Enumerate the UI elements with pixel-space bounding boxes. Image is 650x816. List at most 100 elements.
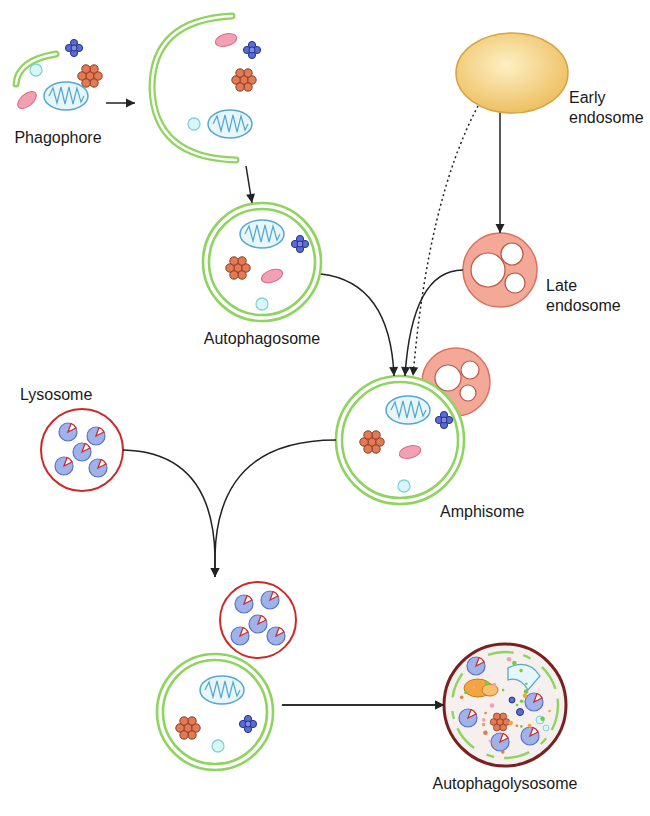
early-endosome-figure-part	[456, 33, 568, 113]
early-endosome-figure	[456, 33, 568, 113]
process-arrow	[321, 274, 398, 376]
expanding-phagophore-part	[243, 41, 260, 58]
autophagolysosome-figure-part	[543, 725, 549, 731]
arrow-line	[405, 270, 463, 376]
amphisome-figure-part	[360, 431, 384, 453]
debris-dot	[460, 696, 464, 700]
organelle-label: Autophagolysosome	[433, 774, 578, 794]
arrow-head	[409, 367, 418, 376]
debris-dot	[548, 710, 551, 713]
arrow-line	[282, 704, 444, 706]
late-endosome-figure	[463, 233, 537, 307]
organelle-node: Amphisome	[336, 376, 464, 504]
lysosome-figure	[41, 409, 123, 491]
fusion-figure-part	[200, 676, 244, 704]
phagophore-figure-part	[16, 54, 56, 84]
debris-dot	[508, 721, 513, 726]
expanding-phagophore-part	[214, 31, 238, 48]
arrow-line	[499, 113, 501, 233]
debris-dot	[507, 657, 512, 662]
organelle-node: Phagophore	[10, 38, 106, 122]
arrow-head	[211, 568, 220, 577]
fusion-figure-part	[267, 627, 285, 645]
lysosome-figure-part	[87, 427, 105, 445]
amphisome-figure-part	[386, 396, 430, 424]
amphisome-figure-part	[435, 365, 461, 391]
debris-dot	[482, 723, 486, 727]
amphisome-figure-part	[342, 382, 458, 498]
arrow-line	[215, 440, 336, 577]
debris-dot	[540, 716, 545, 721]
lysosome-figure-part	[59, 423, 77, 441]
autophagolysosome-figure-part	[521, 727, 539, 745]
debris-dot	[484, 712, 487, 715]
debris-dot	[489, 740, 492, 743]
amphisome-figure-part	[398, 443, 422, 460]
organelle-label: Autophagosome	[204, 329, 321, 349]
arrow-head	[435, 701, 444, 710]
organelle-node: Lysosome	[41, 409, 123, 491]
amphisome-figure-part	[461, 361, 479, 379]
fusion-figure-part	[220, 582, 296, 658]
debris-dot	[525, 683, 528, 686]
lysosome-figure-part	[89, 459, 107, 477]
autophagosome-figure-part	[226, 257, 250, 279]
arrow-line	[321, 274, 394, 376]
amphisome-figure-part	[435, 411, 452, 428]
debris-dot	[464, 691, 468, 695]
fusion-figure-part	[249, 615, 267, 633]
debris-dot	[502, 689, 505, 692]
autophagosome-figure-part	[209, 209, 315, 315]
expanding-phagophore-part	[208, 110, 252, 138]
expanding-phagophore	[152, 16, 261, 160]
autophagolysosome-figure-part	[509, 697, 515, 703]
process-arrow	[106, 99, 255, 204]
phagophore-figure-part	[15, 88, 40, 111]
amphisome-figure-part	[460, 385, 476, 401]
fusion-figure-part	[231, 627, 249, 645]
process-arrow	[409, 106, 478, 376]
debris-dot	[490, 703, 495, 708]
autophagolysosome-figure-part	[459, 709, 477, 727]
debris-dot	[520, 725, 523, 728]
arrow-head	[389, 367, 398, 376]
amphisome-figure	[336, 348, 490, 504]
fusion-figure-part	[163, 660, 267, 764]
organelle-node: Autophagosome	[203, 203, 321, 321]
debris-dot	[524, 689, 529, 694]
late-endosome-figure-part	[463, 233, 537, 307]
debris-dot	[485, 681, 490, 686]
debris-dots	[460, 657, 551, 754]
organelle-label: Early endosome	[569, 88, 645, 128]
autophagolysosome-figure-part	[508, 664, 540, 690]
autophagosome-figure-part	[260, 267, 285, 286]
autophagolysosome-figure-part	[517, 709, 524, 716]
debris-dot	[483, 731, 488, 736]
debris-dot	[501, 750, 505, 754]
arrow-line	[123, 450, 215, 577]
debris-dot	[473, 686, 476, 689]
process-arrow	[496, 113, 505, 233]
process-arrow	[211, 440, 445, 710]
debris-dot	[516, 704, 519, 707]
organelle-node: Late endosome	[463, 233, 537, 307]
organelle-label: Late endosome	[546, 276, 624, 316]
arrow-head	[211, 568, 220, 577]
phagophore-figure	[15, 39, 102, 111]
debris-dot	[482, 718, 486, 722]
debris-dot	[523, 694, 528, 699]
arrow-line	[413, 106, 478, 376]
phagophore-figure-part	[44, 82, 88, 110]
expanding-phagophore-part	[188, 118, 200, 130]
autophagolysosome-figure-part	[452, 652, 558, 758]
fusion-figure-part	[176, 717, 200, 739]
fusion-figure-part	[157, 654, 273, 770]
debris-dot	[493, 683, 497, 687]
debris-dot	[516, 725, 519, 728]
autophagosome-figure	[203, 203, 321, 321]
phagophore-figure-part	[78, 65, 102, 87]
fusion-figure-part	[261, 591, 279, 609]
autophagolysosome-figure-part	[525, 693, 543, 711]
autophagosome-figure-part	[240, 220, 284, 248]
